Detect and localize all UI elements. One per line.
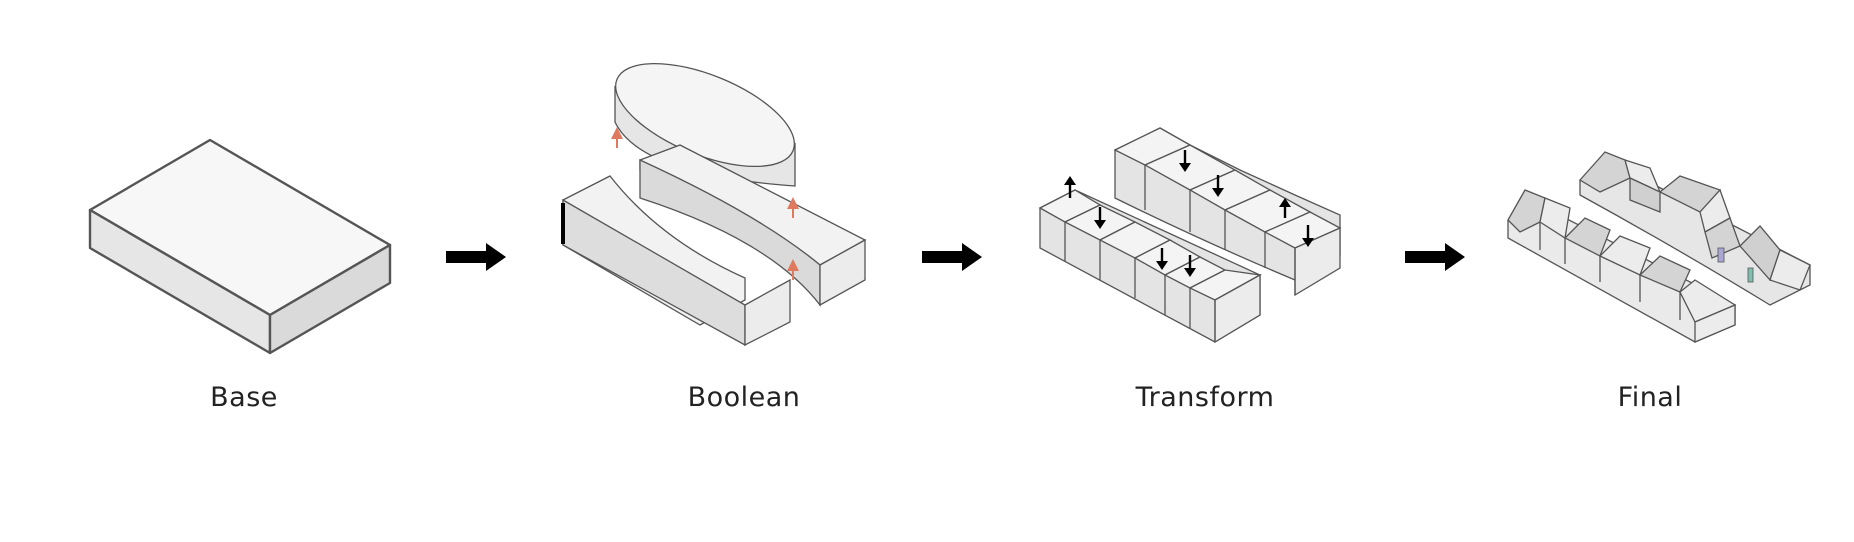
down-arrow-icon [1156, 248, 1168, 270]
right-arrow-icon [922, 243, 982, 271]
stage-label-boolean: Boolean [687, 382, 801, 413]
final-geometry [1507, 151, 1811, 343]
stage-label-base: Base [210, 382, 278, 413]
down-arrow-icon [1184, 255, 1196, 277]
stage-label-final: Final [1617, 382, 1683, 413]
right-arrow-icon [1405, 243, 1465, 271]
down-arrow-icon [1179, 150, 1191, 172]
down-arrow-icon [1302, 225, 1314, 247]
right-arrow-icon [446, 243, 506, 271]
up-arrow-icon [1279, 198, 1291, 218]
accent-panel-teal [1747, 267, 1754, 283]
right-curved-block [639, 144, 867, 307]
boolean-geometry [561, 62, 867, 347]
base-block [88, 138, 392, 355]
down-arrow-icon [1212, 175, 1224, 197]
transform-geometry [1038, 127, 1342, 344]
left-curved-block [561, 175, 791, 347]
down-arrow-icon [1094, 207, 1106, 229]
stage-label-transform: Transform [1135, 382, 1275, 413]
transform-arrows [1064, 150, 1314, 277]
up-arrow-icon [1064, 176, 1076, 198]
final-back-row [1578, 151, 1811, 306]
back-row-blocks [1113, 127, 1342, 297]
final-front-row [1507, 189, 1737, 343]
accent-panel-purple [1717, 247, 1725, 263]
